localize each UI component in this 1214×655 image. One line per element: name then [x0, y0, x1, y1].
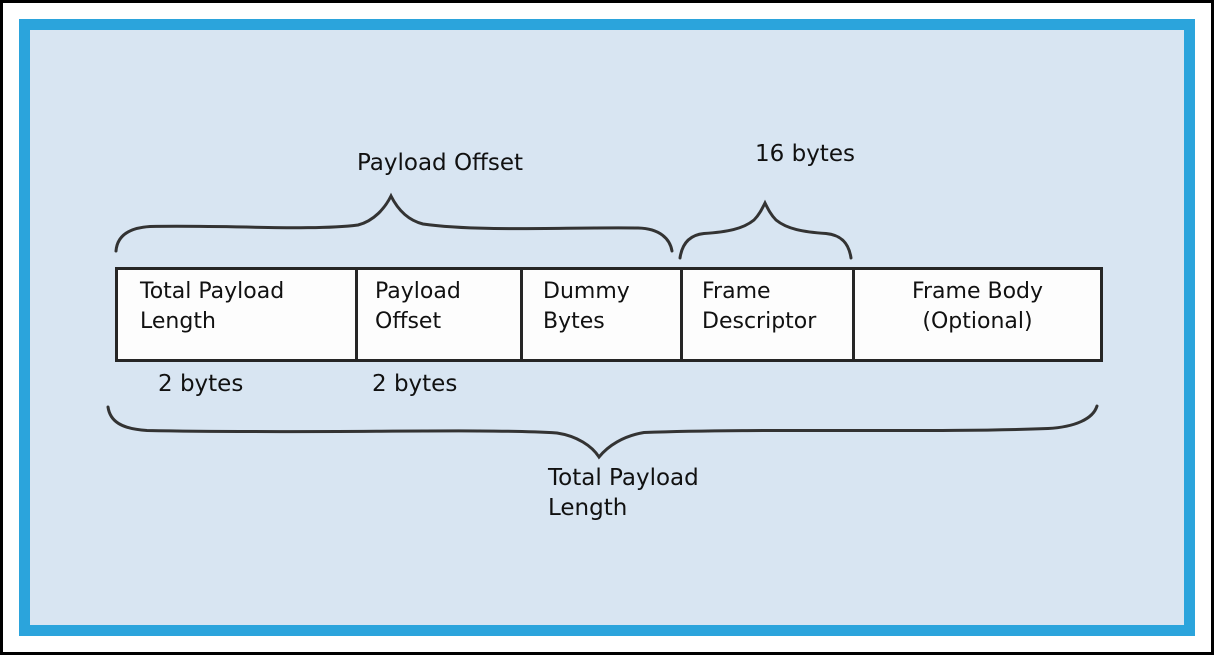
frame-fields-row: Total Payload Length Payload Offset Dumm… — [115, 267, 1103, 362]
sixteen-bytes-label: 16 bytes — [755, 141, 855, 167]
field-payload-offset: Payload Offset — [358, 270, 523, 359]
payload-offset-label: Payload Offset — [356, 150, 524, 176]
field-total-payload-length: Total Payload Length — [118, 270, 358, 359]
total-payload-length-label: Total Payload Length — [548, 465, 699, 521]
field-frame-body: Frame Body (Optional) — [911, 279, 1044, 334]
field2-size-label: 2 bytes — [372, 371, 458, 397]
field-frame-descriptor: Frame Descriptor — [683, 270, 855, 359]
field1-size-label: 2 bytes — [158, 371, 244, 397]
field-dummy-bytes: Dummy Bytes — [523, 270, 683, 359]
